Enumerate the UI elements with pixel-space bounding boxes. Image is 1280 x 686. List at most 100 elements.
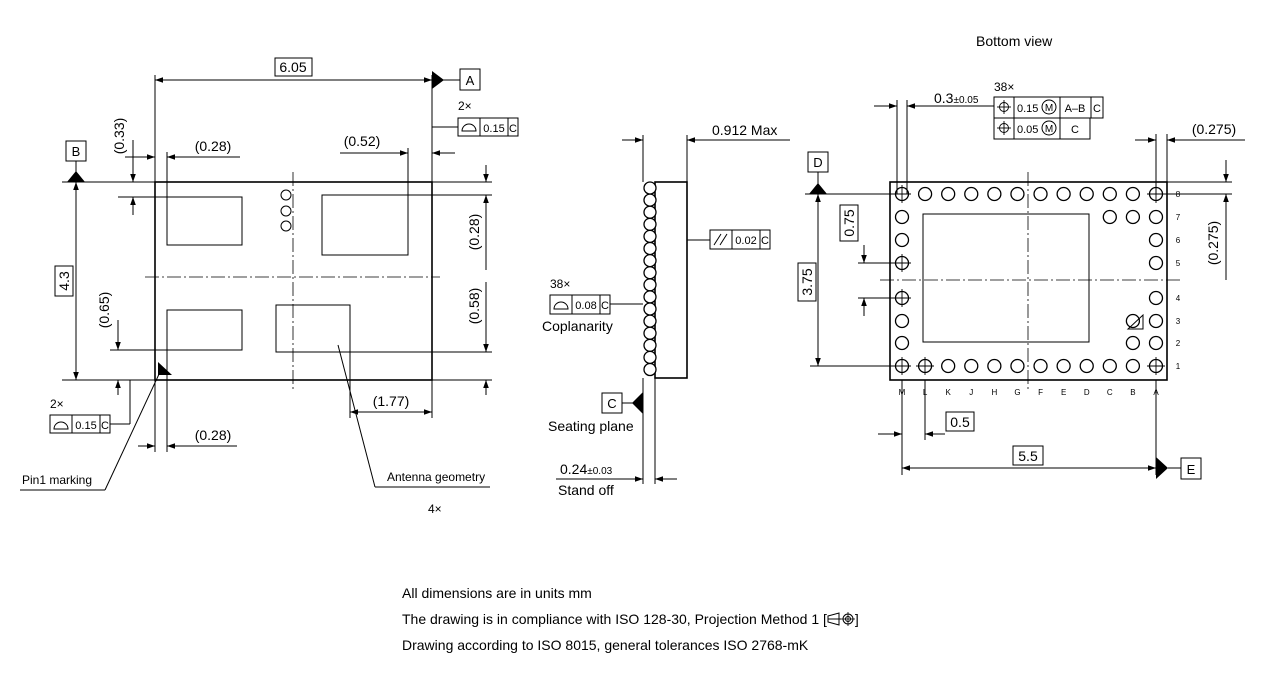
side-balls — [643, 181, 657, 377]
solder-ball — [941, 186, 956, 202]
fcf-left-count: 2× — [50, 397, 64, 411]
solder-ball — [1079, 186, 1094, 202]
column-label: B — [1130, 388, 1135, 397]
svg-text:A–B: A–B — [1065, 103, 1086, 115]
solder-ball — [987, 358, 1002, 374]
row-label: 3 — [1176, 317, 1181, 326]
note-iso128-tail: ] — [854, 611, 859, 627]
side-ball — [643, 217, 657, 231]
bottom-fcf-count: 38× — [994, 80, 1014, 94]
svg-text:0.15: 0.15 — [483, 123, 504, 135]
side-ball — [643, 326, 657, 340]
solder-ball — [1056, 358, 1071, 374]
projection-method-icon — [827, 612, 855, 626]
solder-ball — [917, 186, 933, 202]
dim-ball-diameter: 0.3±0.05 — [934, 90, 979, 106]
side-ball — [643, 290, 657, 304]
exposed-pad — [922, 213, 1090, 343]
column-label: J — [969, 388, 973, 397]
datum-b-triangle — [67, 171, 85, 182]
package-outline — [154, 181, 433, 381]
side-ball — [643, 350, 657, 365]
dim-065: (0.65) — [96, 292, 112, 329]
dim-05: 0.5 — [950, 414, 970, 430]
column-label: G — [1014, 388, 1020, 397]
svg-text:C: C — [601, 300, 609, 312]
dim-058: (0.58) — [466, 288, 482, 325]
svg-text:C: C — [101, 420, 109, 432]
profile-surface-icon — [53, 421, 69, 430]
bottom-balls — [894, 186, 1164, 374]
note-iso8015: Drawing according to ISO 8015, general t… — [402, 637, 809, 653]
solder-ball — [964, 186, 979, 202]
bottom-outline — [889, 181, 1168, 381]
dim-max-height: 0.912 Max — [712, 122, 777, 138]
datum-a-triangle — [432, 71, 444, 89]
standoff-value: 0.24±0.03 — [560, 461, 613, 477]
solder-ball — [987, 186, 1002, 202]
row-label: 7 — [1176, 213, 1181, 222]
antenna-pad — [275, 304, 351, 353]
solder-ball — [1010, 186, 1025, 202]
solder-ball — [894, 335, 910, 351]
profile-surface-icon — [553, 301, 569, 310]
pin1-indicator-icon — [1126, 313, 1144, 330]
solder-ball — [1148, 290, 1164, 306]
note-iso128: The drawing is in compliance with ISO 12… — [402, 611, 859, 627]
datum-d-label: D — [813, 155, 822, 170]
solder-ball — [1125, 209, 1141, 225]
svg-text:0.05: 0.05 — [1017, 124, 1038, 136]
solder-ball — [1033, 358, 1048, 374]
solder-ball — [1148, 232, 1164, 248]
column-label: K — [946, 388, 952, 397]
column-label: E — [1061, 388, 1066, 397]
antenna-label: Antenna geometry — [387, 470, 485, 484]
solder-ball — [1148, 255, 1164, 271]
datum-e-label: E — [1187, 462, 1196, 477]
datum-e-triangle — [1156, 457, 1168, 479]
solder-ball — [941, 358, 956, 374]
dim-033: (0.33) — [111, 118, 127, 155]
dim-0275-v: (0.275) — [1205, 221, 1221, 265]
svg-text:C: C — [1093, 103, 1101, 115]
solder-ball — [1056, 186, 1071, 202]
column-label: F — [1038, 388, 1043, 397]
dim-028-right: (0.28) — [466, 214, 482, 251]
solder-ball — [1125, 313, 1141, 329]
datum-b-label: B — [72, 144, 81, 159]
solder-ball — [1010, 358, 1025, 374]
antenna-pad — [166, 309, 243, 351]
dim-028-top: (0.28) — [195, 138, 232, 154]
solder-ball — [894, 209, 910, 225]
column-label: H — [991, 388, 997, 397]
column-label: D — [1084, 388, 1090, 397]
top-view: 6.05 A 2× 0.15 C B (0.33) (0.28) — [20, 57, 519, 516]
svg-text:0.08: 0.08 — [575, 300, 596, 312]
datum-c-label: C — [607, 396, 616, 411]
dim-177: (1.77) — [373, 393, 410, 409]
solder-ball — [1102, 186, 1117, 202]
side-ball — [643, 181, 657, 195]
antenna-count: 4× — [428, 502, 442, 516]
solder-ball — [1102, 209, 1117, 225]
antenna-pad — [321, 194, 409, 256]
profile-surface-icon — [461, 123, 477, 132]
bottom-view-title: Bottom view — [976, 33, 1053, 49]
side-body — [654, 181, 688, 379]
dim-55: 5.5 — [1018, 448, 1038, 464]
parallelism-icon — [713, 233, 722, 246]
row-label: 6 — [1176, 236, 1181, 245]
side-ball — [643, 193, 657, 207]
side-ball — [643, 302, 657, 316]
solder-ball — [1033, 186, 1048, 202]
solder-ball — [1148, 209, 1164, 225]
standoff-label: Stand off — [558, 482, 614, 498]
note-iso128-text: The drawing is in compliance with ISO 12… — [402, 611, 827, 627]
dim-075: 0.75 — [841, 209, 857, 236]
row-label: 1 — [1176, 362, 1181, 371]
svg-text:0.15: 0.15 — [1017, 103, 1038, 115]
datum-c-triangle — [632, 392, 643, 414]
